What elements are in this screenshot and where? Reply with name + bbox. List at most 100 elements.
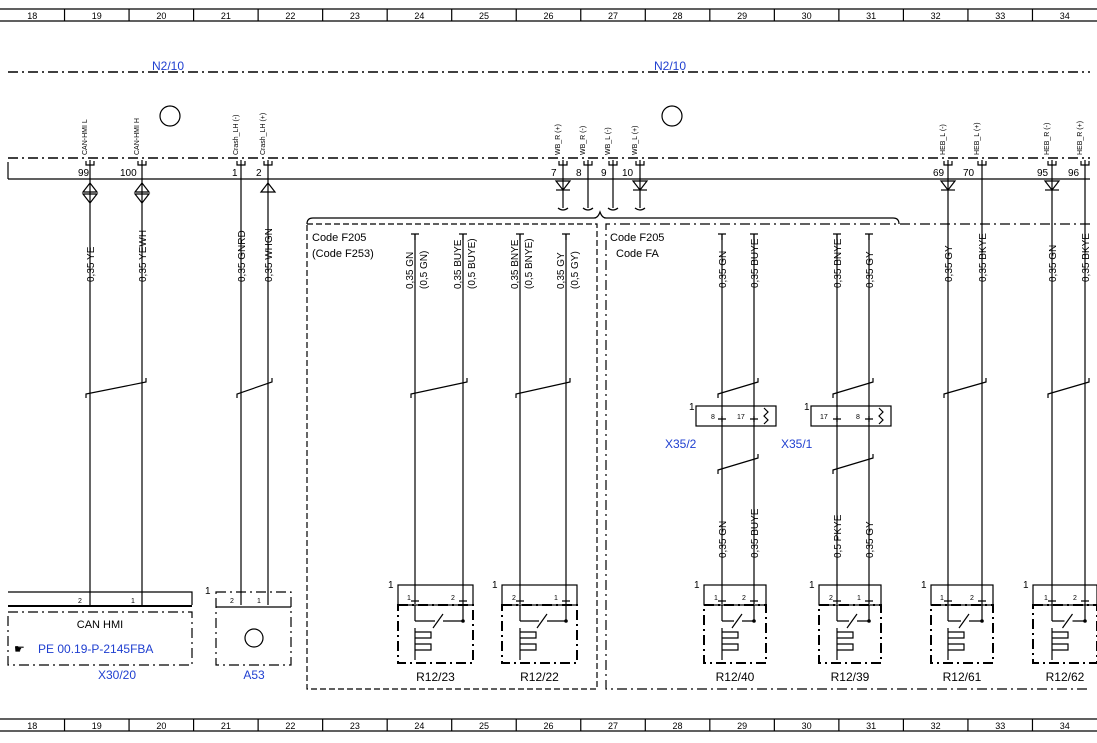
heater-connector xyxy=(930,584,994,606)
pin-contact xyxy=(608,161,618,166)
pin-contact xyxy=(263,161,273,166)
wire-color-label: 0,35 GN xyxy=(405,252,416,289)
heater-element-box xyxy=(397,604,474,664)
wire-color-label: 0,35 GY xyxy=(556,252,567,289)
heater-label: R12/62 xyxy=(1046,670,1085,684)
pin-contact xyxy=(85,161,95,166)
x35-1-connector xyxy=(810,405,892,427)
ruler-number-top: 25 xyxy=(479,11,489,21)
ruler-number-top: 23 xyxy=(350,11,360,21)
twisted-pair-mark xyxy=(832,454,874,474)
connector-label-left: N2/10 xyxy=(152,59,184,73)
x35-2-spring xyxy=(763,407,769,425)
heater-number: 1 xyxy=(809,580,815,591)
wire-color-label: (0,5 GN) xyxy=(419,251,430,289)
pin-number: 10 xyxy=(622,168,634,179)
pin-name: HEB_L (-) xyxy=(940,124,947,155)
pin-number: 100 xyxy=(120,168,137,179)
can-hmi-pin-a: 2 xyxy=(78,598,82,605)
input-signal-icon xyxy=(259,182,277,193)
heater-number: 1 xyxy=(492,580,498,591)
wire-terminal-icon xyxy=(833,233,841,240)
wire-color-label: 0,35 BNYE xyxy=(510,239,521,289)
transistor-icon xyxy=(661,105,683,127)
pin-number: 1 xyxy=(232,168,238,179)
ruler-number-top: 33 xyxy=(995,11,1005,21)
pin-contact xyxy=(635,161,645,166)
ruler-number-top: 27 xyxy=(608,11,618,21)
hand-pointer-icon: ☛ xyxy=(14,642,25,656)
code-box-right-line1: Code F205 xyxy=(610,232,664,244)
ruler-number-bottom: 18 xyxy=(27,721,37,731)
heating-coil-icon xyxy=(414,628,432,660)
x35-2-pin-b: 17 xyxy=(737,414,745,421)
x35-1-spring xyxy=(878,407,884,425)
pin-number: 7 xyxy=(551,168,557,179)
heater-label: R12/61 xyxy=(943,670,982,684)
code-box-right xyxy=(605,223,1090,690)
pin-number: 69 xyxy=(933,168,945,179)
thermal-switch-icon xyxy=(1051,605,1086,629)
wire-color-label: 0,35 YE xyxy=(86,246,97,282)
wire-terminal-icon xyxy=(865,233,873,240)
heater-label: R12/22 xyxy=(520,670,559,684)
code-box-left-line1: Code F205 xyxy=(312,232,366,244)
can-hmi-frame xyxy=(8,591,193,605)
connector-label-right: N2/10 xyxy=(654,59,686,73)
x35-2-contact xyxy=(718,416,726,422)
heater-pin-b: 1 xyxy=(554,595,558,602)
heater-pin-b: 2 xyxy=(742,595,746,602)
heater-label: R12/40 xyxy=(716,670,755,684)
a53-box xyxy=(215,591,292,666)
ruler-number-top: 30 xyxy=(802,11,812,21)
heater-connector xyxy=(1032,584,1097,606)
junction-dot xyxy=(461,619,465,623)
heater-number: 1 xyxy=(921,580,927,591)
pin-number: 99 xyxy=(78,168,90,179)
heater-element-box xyxy=(818,604,882,664)
twisted-pair-mark xyxy=(943,378,987,398)
ruler-number-bottom: 25 xyxy=(479,721,489,731)
ground-hook-icon xyxy=(582,207,594,211)
wire-color-label: 0,35 BKYE xyxy=(978,233,989,282)
pin-name: CAN-HMI L xyxy=(82,119,89,155)
ruler-number-top: 29 xyxy=(737,11,747,21)
ruler-number-top: 22 xyxy=(285,11,295,21)
heater-label: R12/39 xyxy=(831,670,870,684)
x35-2-connector xyxy=(695,405,777,427)
ruler-number-bottom: 20 xyxy=(156,721,166,731)
heater-element-box xyxy=(501,604,578,664)
bidirectional-signal-icon xyxy=(81,182,99,193)
heater-pin-b: 2 xyxy=(451,595,455,602)
heater-element-box xyxy=(703,604,767,664)
can-hmi-reference[interactable]: PE 00.19-P-2145FBA xyxy=(38,642,153,656)
wire-color-label: (0,5 BUYE) xyxy=(467,238,478,289)
junction-dot xyxy=(980,619,984,623)
wire-terminal-icon xyxy=(718,233,726,240)
ground-hook-icon xyxy=(634,207,646,211)
pin-contact xyxy=(1047,161,1057,166)
ruler-number-bottom: 31 xyxy=(866,721,876,731)
heater-connector xyxy=(501,584,578,606)
junction-dot xyxy=(752,619,756,623)
x35-2-number: 1 xyxy=(689,402,695,413)
pin-contact xyxy=(583,161,593,166)
ruler-number-bottom: 27 xyxy=(608,721,618,731)
thermal-switch-icon xyxy=(414,605,464,629)
ruler-number-bottom: 19 xyxy=(92,721,102,731)
ruler-number-bottom: 24 xyxy=(414,721,424,731)
wire-color-label: 0,35 GY xyxy=(865,251,876,288)
pin-name: WB_R (+) xyxy=(555,124,562,155)
ruler-number-bottom: 32 xyxy=(931,721,941,731)
wire-color-label: 0,35 BUYE xyxy=(750,508,761,558)
pin-name: WB_L (+) xyxy=(632,126,639,156)
twisted-pair-mark xyxy=(85,378,147,398)
pin-name: WB_L (-) xyxy=(605,127,612,155)
a53-label: A53 xyxy=(243,668,265,682)
a53-pin-a: 2 xyxy=(230,598,234,605)
heater-number: 1 xyxy=(1023,580,1029,591)
ruler-number-bottom: 34 xyxy=(1060,721,1070,731)
heater-connector xyxy=(818,584,882,606)
wire-color-label: 0,35 BNYE xyxy=(833,238,844,288)
